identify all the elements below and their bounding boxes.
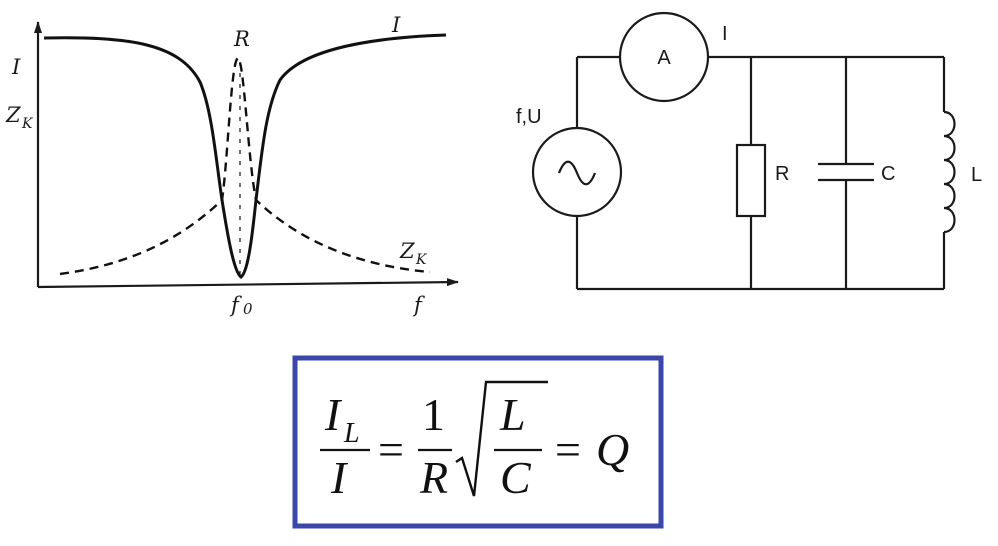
formula-box: I L I = 1 R L C = Q (292, 355, 664, 529)
resistor-label: R (775, 163, 789, 185)
formula-numerator-one: 1 (422, 389, 445, 440)
resonance-graph: I Z K R I Z K f 0 f (5, 13, 459, 318)
formula-rhs-q: Q (596, 424, 629, 475)
capacitor-label: C (881, 163, 895, 185)
formula-denominator-i: I (330, 452, 349, 503)
formula-frame (292, 355, 664, 529)
formula-numerator-l: L (499, 389, 526, 440)
curve-label-resistance: R (233, 27, 250, 51)
ammeter (618, 11, 710, 103)
formula-numerator-il: I (324, 389, 343, 440)
current-label: I (722, 23, 728, 45)
sine-wave-icon (557, 160, 597, 186)
curve-label-impedance: Z (399, 239, 415, 263)
inductor-label: L (971, 164, 982, 186)
rlc-circuit: f,U A I R C L (516, 11, 982, 291)
y-axis-impedance-label: Z (5, 103, 21, 127)
formula-equals-1: = (378, 424, 404, 475)
resonance-frequency-subscript: 0 (243, 300, 253, 318)
formula-denominator-c: C (500, 452, 532, 503)
formula-denominator-r: R (419, 452, 448, 503)
inductor-coil (943, 110, 956, 234)
curve-label-impedance-subscript: K (415, 252, 428, 268)
curve-label-current: I (391, 13, 401, 37)
formula-equals-2: = (555, 424, 581, 475)
y-axis-impedance-subscript: K (21, 116, 34, 132)
ammeter-label: A (657, 47, 671, 69)
current-curve (43, 33, 447, 279)
ac-source (531, 126, 623, 218)
x-axis (37, 278, 459, 289)
x-axis-label: f (412, 293, 425, 317)
sqrt-radical (455, 380, 548, 497)
y-axis-current-label: I (11, 55, 21, 79)
source-label: f,U (516, 106, 542, 128)
formula-numerator-il-subscript: L (343, 418, 360, 449)
resistor (735, 143, 767, 218)
impedance-curve (59, 56, 431, 276)
resonance-frequency-label: f (229, 293, 242, 317)
